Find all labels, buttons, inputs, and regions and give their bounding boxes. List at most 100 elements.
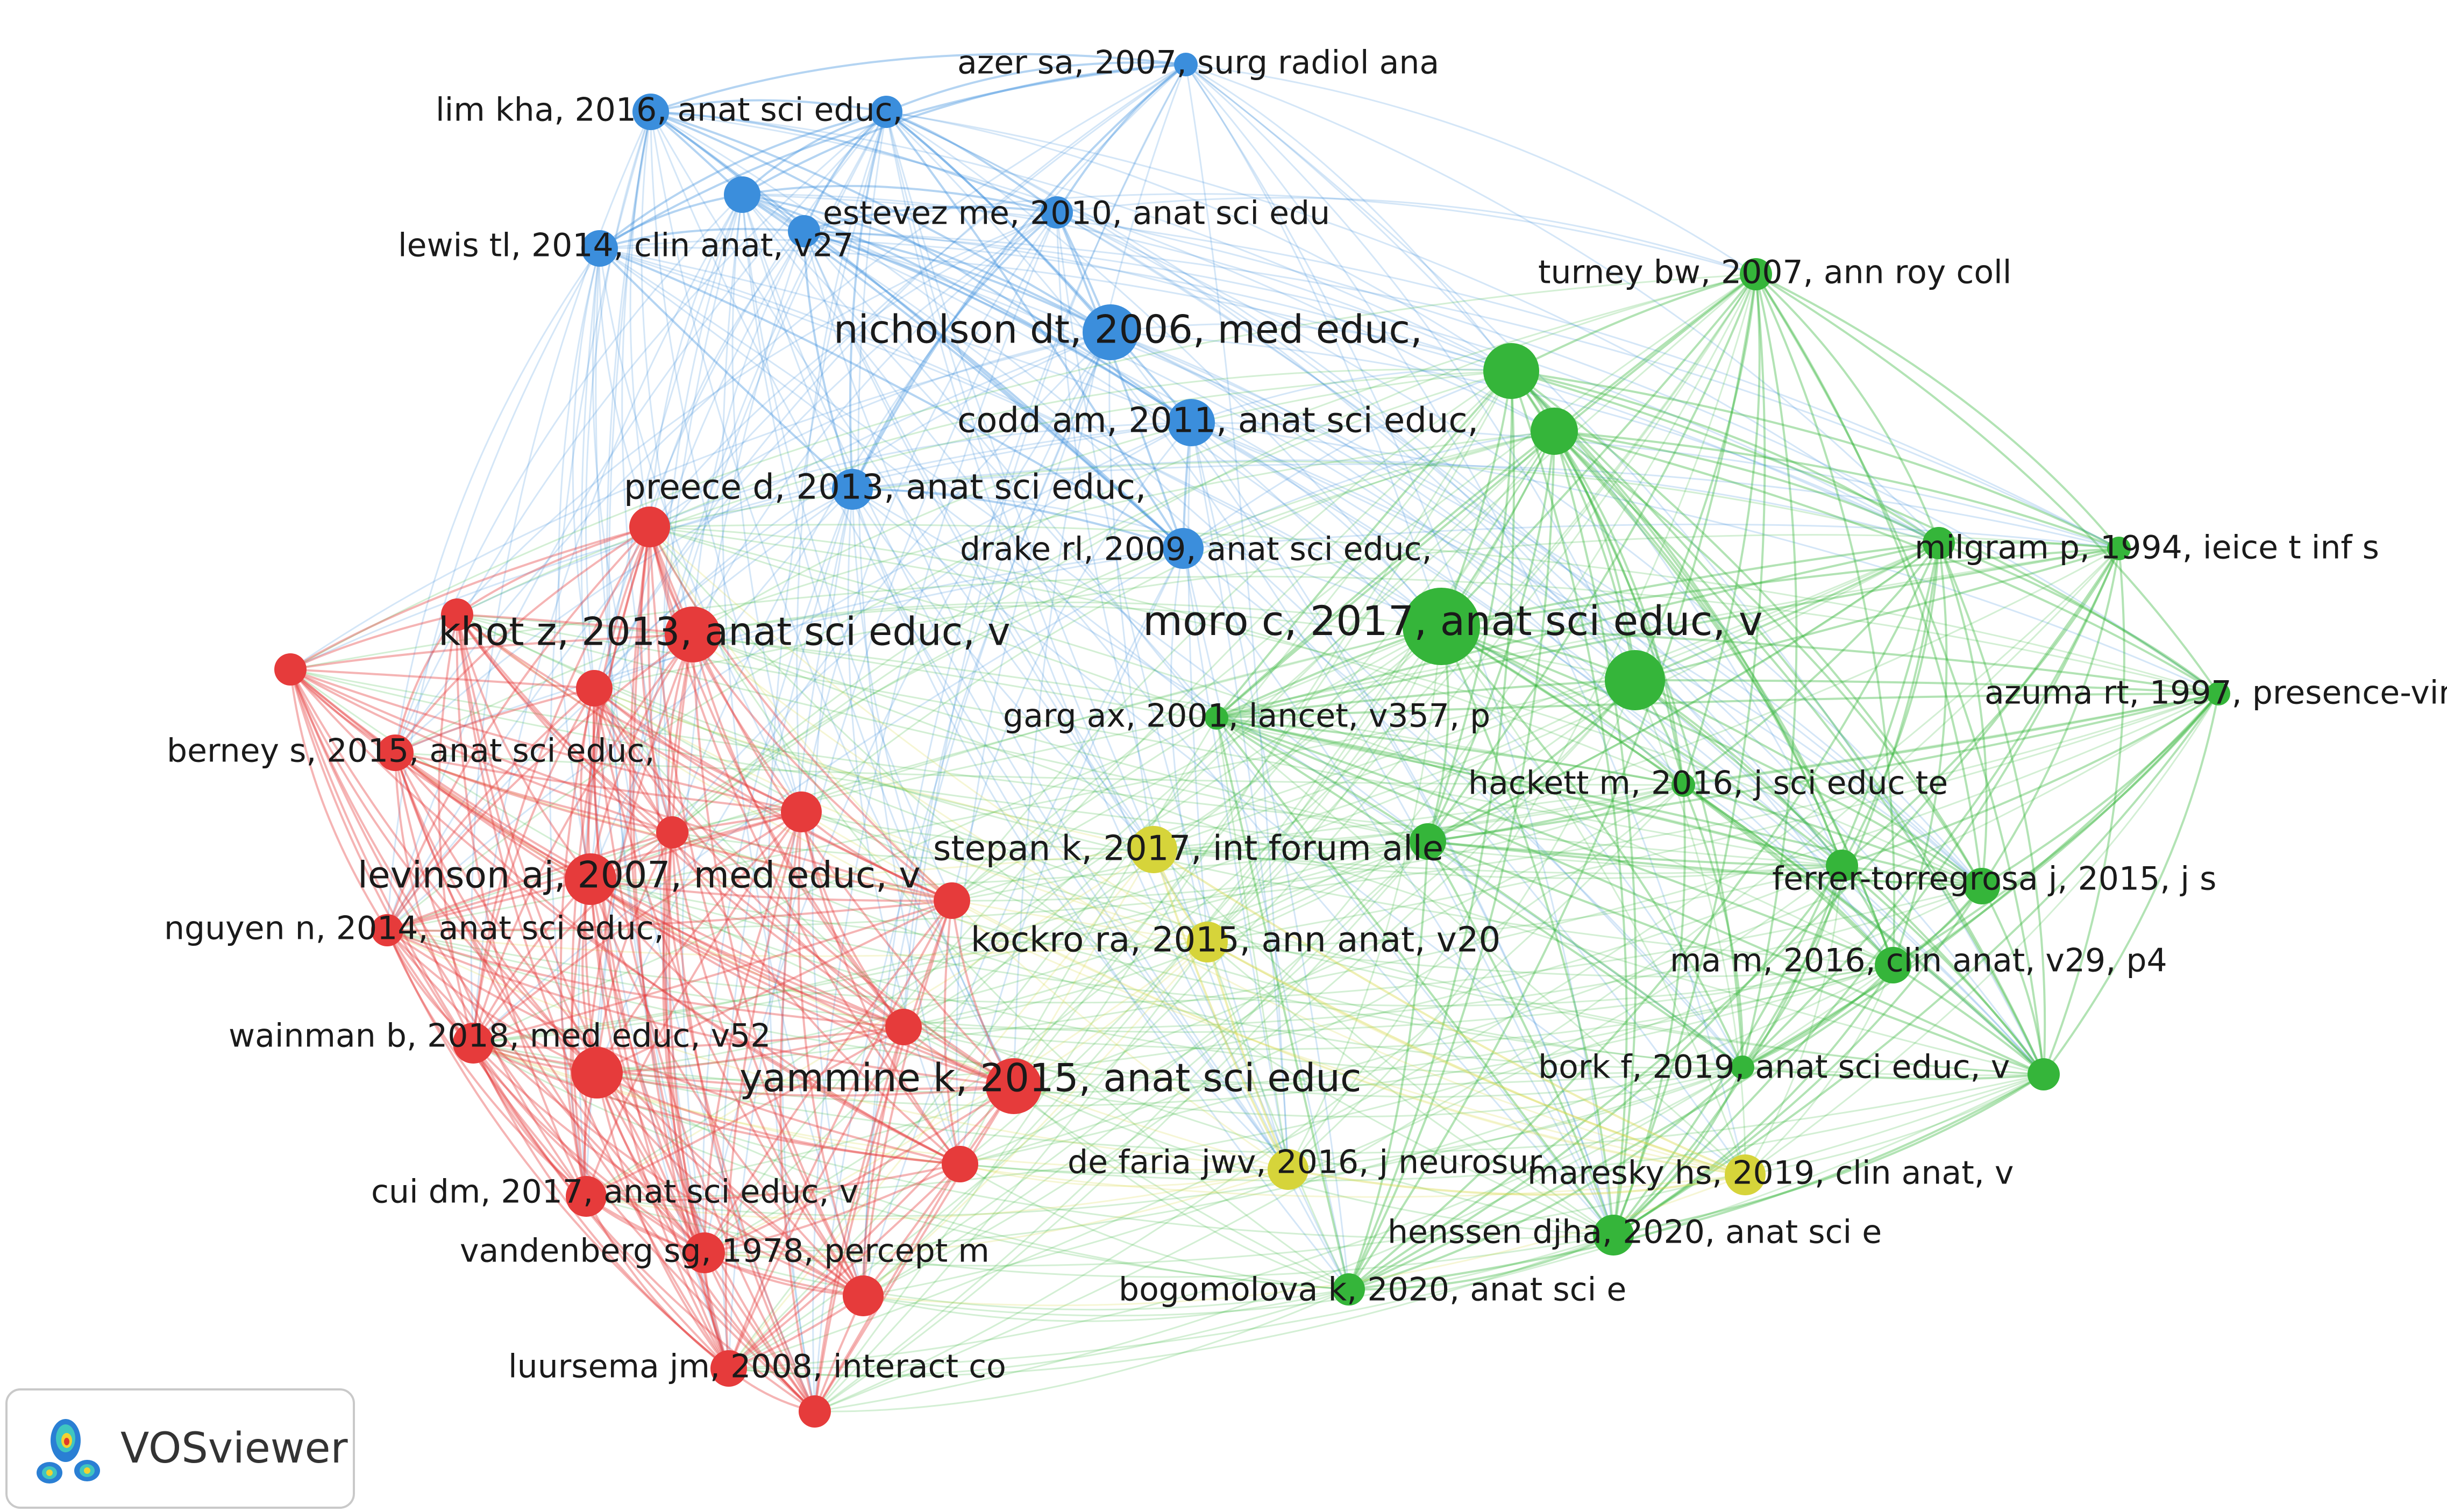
network-node-label[interactable]: de faria jwv, 2016, j neurosur xyxy=(1068,1144,1542,1181)
network-node[interactable] xyxy=(885,1009,922,1045)
network-node-label[interactable]: ma m, 2016, clin anat, v29, p4 xyxy=(1670,942,2167,980)
network-node[interactable] xyxy=(870,96,902,128)
network-node[interactable] xyxy=(571,1047,623,1099)
network-edge xyxy=(386,248,601,931)
network-edge xyxy=(943,900,961,1165)
network-edge xyxy=(457,614,1894,966)
network-node[interactable] xyxy=(781,791,822,832)
network-node-label[interactable]: azuma rt, 1997, presence-virtu xyxy=(1984,674,2447,712)
network-node[interactable] xyxy=(710,1350,747,1387)
network-node[interactable] xyxy=(629,507,670,547)
network-node-label[interactable]: lim kha, 2016, anat sci educ, xyxy=(436,91,903,129)
network-node[interactable] xyxy=(832,469,873,510)
network-edge xyxy=(395,752,1289,1171)
network-node-label[interactable]: nguyen n, 2014, anat sci educ, xyxy=(164,910,664,947)
network-node-label[interactable]: milgram p, 1994, ieice t inf s xyxy=(1915,529,2379,567)
network-node[interactable] xyxy=(1083,304,1139,360)
network-node[interactable] xyxy=(566,1176,607,1217)
network-edge xyxy=(599,247,1184,550)
network-node-label[interactable]: luursema jm, 2008, interact co xyxy=(508,1348,1006,1386)
network-node[interactable] xyxy=(2107,537,2131,560)
network-node-label[interactable]: maresky hs, 2019, clin anat, v xyxy=(1527,1154,2014,1192)
network-node[interactable] xyxy=(581,230,618,267)
network-node[interactable] xyxy=(1826,850,1858,882)
network-node[interactable] xyxy=(1205,706,1228,730)
network-node-label[interactable]: wainman b, 2018, med educ, v52 xyxy=(229,1017,771,1055)
network-node-label[interactable]: garg ax, 2001, lancet, v357, p xyxy=(1003,697,1490,735)
network-node[interactable] xyxy=(724,176,760,213)
network-node-label[interactable]: drake rl, 2009, anat sci educ, xyxy=(960,531,1432,568)
network-node[interactable] xyxy=(942,1146,978,1182)
network-node[interactable] xyxy=(1593,1215,1634,1256)
network-node-label[interactable]: moro c, 2017, anat sci educ, v xyxy=(1143,597,1763,645)
network-node[interactable] xyxy=(377,734,414,771)
network-node-label[interactable]: yammine k, 2015, anat sci educ xyxy=(739,1055,1362,1101)
network-edge xyxy=(593,687,802,813)
network-node-label[interactable]: hackett m, 2016, j sci educ te xyxy=(1468,765,1948,802)
network-edge xyxy=(800,212,1058,812)
network-node-label[interactable]: preece d, 2013, anat sci educ, xyxy=(624,468,1146,508)
network-node[interactable] xyxy=(441,598,473,631)
network-node[interactable] xyxy=(986,1058,1042,1114)
network-node[interactable] xyxy=(1531,408,1578,455)
network-node[interactable] xyxy=(1041,196,1073,229)
network-node[interactable] xyxy=(453,1023,494,1064)
network-node[interactable] xyxy=(1174,53,1198,76)
network-node[interactable] xyxy=(1731,1055,1754,1079)
network-node-label[interactable]: lewis tl, 2014, clin anat, v27 xyxy=(398,227,853,265)
network-node[interactable] xyxy=(2028,1058,2060,1090)
network-node[interactable] xyxy=(1168,399,1215,446)
network-edge xyxy=(1742,693,2220,1068)
network-edge xyxy=(851,489,1155,851)
network-node-label[interactable]: nicholson dt, 2006, med educ, xyxy=(834,307,1422,352)
network-node[interactable] xyxy=(843,1275,884,1316)
network-node[interactable] xyxy=(632,94,669,130)
network-node[interactable] xyxy=(1923,527,1955,559)
network-node[interactable] xyxy=(274,653,307,686)
network-node[interactable] xyxy=(799,1395,831,1428)
network-node[interactable] xyxy=(1875,947,1911,983)
network-node[interactable] xyxy=(1483,343,1539,399)
network-node-label[interactable]: levinson aj, 2007, med educ, v xyxy=(358,854,921,897)
network-node-label[interactable]: azer sa, 2007, surg radiol ana xyxy=(957,44,1439,82)
network-node[interactable] xyxy=(2207,682,2230,705)
network-node[interactable] xyxy=(1403,588,1480,665)
network-node-label[interactable]: bogomolova k, 2020, anat sci e xyxy=(1119,1271,1626,1309)
network-node[interactable] xyxy=(1410,823,1446,860)
network-node-label[interactable]: stepan k, 2017, int forum alle xyxy=(933,829,1443,869)
network-node[interactable] xyxy=(665,607,721,662)
network-node-label[interactable]: turney bw, 2007, ann roy coll xyxy=(1538,254,2011,291)
network-node-label[interactable]: estevez me, 2010, anat sci edu xyxy=(823,195,1330,232)
network-node[interactable] xyxy=(1671,773,1695,797)
network-node[interactable] xyxy=(371,914,403,946)
network-edge xyxy=(289,669,706,1254)
network-node-label[interactable]: kockro ra, 2015, ann anat, v20 xyxy=(971,921,1500,960)
network-node[interactable] xyxy=(1163,528,1204,569)
network-node-label[interactable]: vandenberg sg, 1978, percept m xyxy=(460,1232,990,1270)
network-node[interactable] xyxy=(788,215,820,247)
network-node-label[interactable]: codd am, 2011, anat sci educ, xyxy=(957,401,1478,441)
network-node-label[interactable]: cui dm, 2017, anat sci educ, v xyxy=(371,1173,858,1211)
network-node-label[interactable]: khot z, 2013, anat sci educ, v xyxy=(438,609,1011,654)
network-node[interactable] xyxy=(565,853,616,905)
network-node[interactable] xyxy=(1964,868,2000,904)
network-node[interactable] xyxy=(684,1232,725,1273)
network-node[interactable] xyxy=(1740,258,1772,290)
network-node-label[interactable]: berney s, 2015, anat sci educ, xyxy=(167,732,655,770)
network-node-label[interactable]: ferrer-torregrosa j, 2015, j s xyxy=(1772,860,2216,898)
network-edge xyxy=(1510,370,1894,966)
network-node[interactable] xyxy=(1130,826,1177,873)
network-node[interactable] xyxy=(576,670,613,707)
network-node-label[interactable]: henssen djha, 2020, anat sci e xyxy=(1388,1214,1882,1251)
network-node-label[interactable]: bork f, 2019, anat sci educ, v xyxy=(1538,1049,2010,1086)
network-node[interactable] xyxy=(1268,1149,1308,1190)
network-node[interactable] xyxy=(656,816,688,848)
network-node[interactable] xyxy=(1725,1154,1766,1195)
network-node[interactable] xyxy=(934,882,970,919)
network-edge xyxy=(1554,430,2119,550)
network-edge xyxy=(1553,273,1757,432)
network-node[interactable] xyxy=(1187,922,1228,962)
network-node[interactable] xyxy=(1605,650,1665,710)
network-node[interactable] xyxy=(1333,1273,1365,1306)
